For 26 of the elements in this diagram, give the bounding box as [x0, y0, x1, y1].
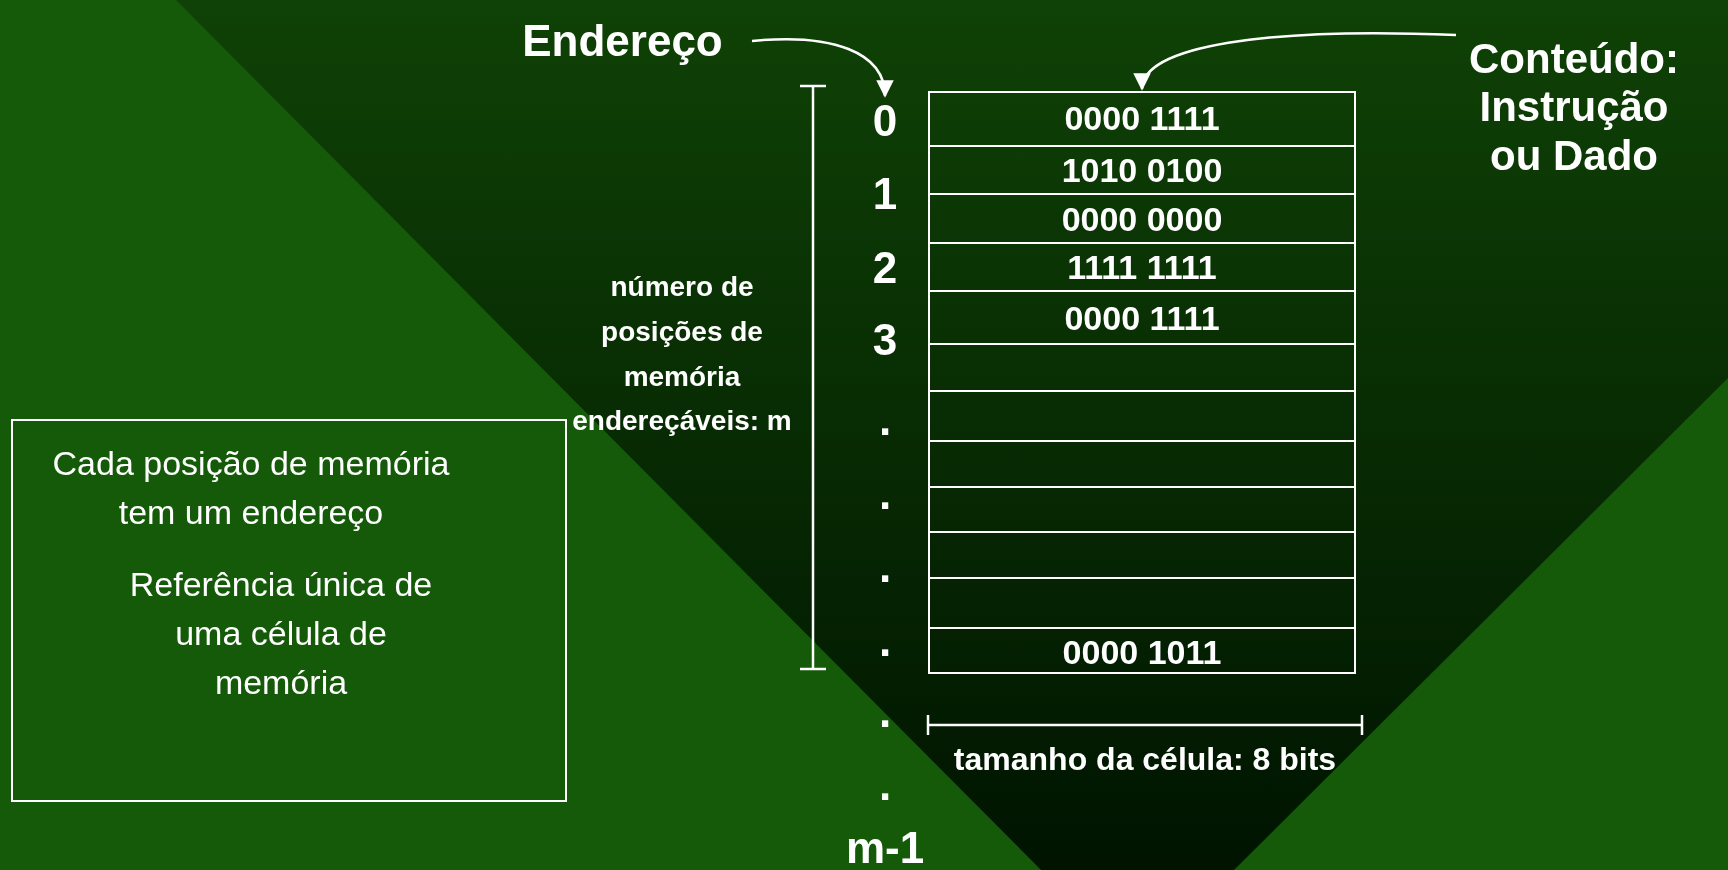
cell-value: 1111 1111 [1067, 250, 1217, 284]
cell-value: 0000 0000 [1061, 201, 1223, 236]
address-label: . [878, 614, 892, 667]
address-label: 3 [872, 313, 898, 366]
note-text: Cada posição de memória tem um endereço [51, 443, 451, 534]
address-label: 2 [872, 241, 898, 294]
address-label: . [878, 540, 892, 593]
address-label: m-1 [845, 821, 925, 870]
memory-table [928, 91, 1356, 674]
address-label: 0 [865, 98, 905, 144]
note-text: Referência única de uma célula de memória [128, 563, 434, 704]
note-box [11, 419, 567, 802]
address-label: . [878, 393, 892, 446]
address-label: . [878, 685, 892, 738]
curved-arrow [751, 38, 893, 98]
cell-value: 1010 0100 [1061, 153, 1223, 187]
annotation-text: número de posições de memória endereçáveis: m [571, 270, 793, 439]
cell-value: 0000 1111 [1064, 300, 1220, 335]
heading-text: Endereço [495, 12, 750, 70]
address-label: 1 [872, 167, 898, 220]
address-label: . [878, 467, 892, 520]
heading-text: Conteúdo: Instrução ou Dado [1458, 5, 1690, 210]
address-label: . [878, 758, 892, 811]
cell-value: 0000 1011 [1062, 634, 1222, 669]
dimension-label: tamanho da célula: 8 bits [953, 740, 1337, 780]
cell-value: 0000 1111 [1064, 101, 1220, 135]
